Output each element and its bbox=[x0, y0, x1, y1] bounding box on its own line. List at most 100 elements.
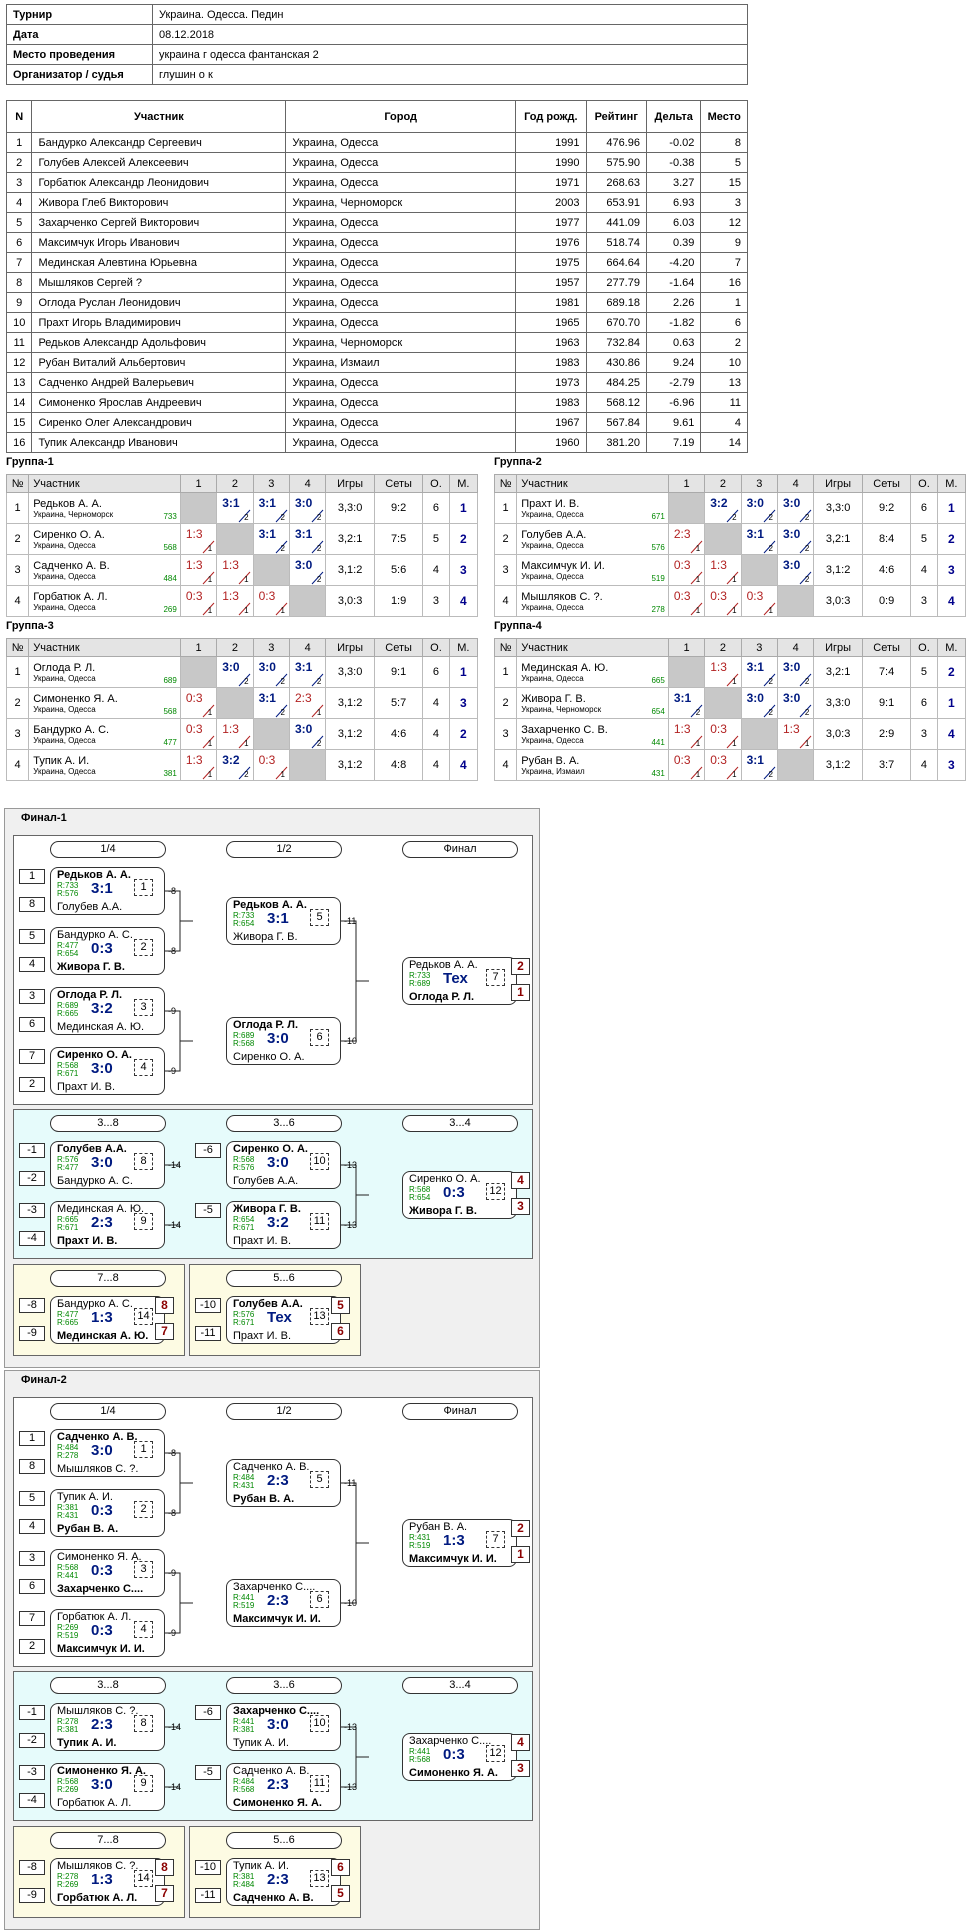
column-header: 3 bbox=[252, 638, 290, 657]
column-header: № bbox=[493, 474, 518, 493]
column-header: Участник bbox=[28, 474, 181, 493]
seed-number: -6 bbox=[195, 1143, 221, 1158]
column-header: № bbox=[5, 474, 30, 493]
empty-cell bbox=[667, 656, 706, 688]
table-cell: 11 bbox=[5, 332, 33, 353]
score-points: 2 bbox=[804, 513, 810, 522]
slash-line bbox=[238, 766, 251, 780]
match-number: 14 bbox=[134, 1870, 153, 1887]
player2-name: Мышляков С. ?. bbox=[57, 1463, 139, 1475]
column-header: 3 bbox=[740, 638, 778, 657]
final-place: 5 bbox=[331, 1885, 350, 1902]
participant-name: Садченко А. В. bbox=[33, 559, 110, 572]
column-header: 4 bbox=[776, 638, 815, 657]
table-cell: 689.18 bbox=[585, 292, 647, 313]
games-cell: 3,0:3 bbox=[813, 718, 863, 750]
loser-target: -14 bbox=[168, 1220, 182, 1230]
table-cell: 3.27 bbox=[645, 172, 702, 193]
slash-line bbox=[690, 735, 703, 749]
column-header: Игры bbox=[813, 474, 863, 493]
final-place: 7 bbox=[155, 1885, 174, 1902]
score-points: 1 bbox=[695, 575, 701, 584]
participant-name: Захарченко С. В. bbox=[521, 723, 608, 736]
score-value: 3:0 bbox=[222, 660, 240, 674]
score-points: 2 bbox=[316, 575, 322, 584]
score-points: 2 bbox=[768, 513, 773, 522]
table-cell: -2.79 bbox=[645, 372, 702, 393]
score-slash bbox=[275, 766, 287, 780]
slash-line bbox=[726, 602, 739, 616]
player1-rating: R:733 bbox=[409, 971, 431, 980]
table-cell: -1.82 bbox=[645, 312, 702, 333]
score-points: 1 bbox=[207, 544, 213, 553]
sets-cell: 9:2 bbox=[861, 492, 912, 524]
table-cell: Голубев Алексей Алексеевич bbox=[31, 152, 287, 173]
score-value: 3:1 bbox=[258, 691, 276, 705]
match-score: 3:0 bbox=[91, 1776, 113, 1793]
row-number: 3 bbox=[5, 718, 30, 750]
score-slash bbox=[690, 766, 703, 780]
points-cell: 3 bbox=[910, 718, 938, 750]
score-points: 1 bbox=[244, 575, 249, 584]
points-cell: 4 bbox=[422, 687, 450, 719]
match-number: 5 bbox=[310, 1471, 329, 1488]
table-cell: Украина, Одесса bbox=[285, 432, 517, 453]
match-number: 1 bbox=[134, 879, 153, 896]
slash-line bbox=[311, 571, 324, 585]
player1-name: Тупик А. И. bbox=[233, 1860, 289, 1872]
participant-name: Сиренко О. А. bbox=[33, 528, 105, 541]
score-slash bbox=[763, 704, 775, 718]
score-slash bbox=[311, 673, 324, 687]
slash-line bbox=[799, 673, 812, 687]
loser-target: -8 bbox=[168, 946, 177, 956]
column-header: Сеты bbox=[861, 638, 912, 657]
column-header: Рейтинг bbox=[585, 100, 647, 133]
table-cell: 1967 bbox=[515, 412, 587, 433]
sets-cell: 7:4 bbox=[861, 656, 912, 688]
column-header: Сеты bbox=[373, 638, 424, 657]
final-place: 2 bbox=[511, 1520, 530, 1537]
player2-rating: R:519 bbox=[233, 1601, 255, 1610]
match-number: 10 bbox=[310, 1153, 329, 1170]
round-header: 1/2 bbox=[226, 1403, 342, 1420]
score-slash bbox=[763, 509, 775, 523]
match-score: 3:1 bbox=[267, 910, 289, 927]
connector-line bbox=[341, 1482, 357, 1604]
score-slash bbox=[238, 509, 251, 523]
participant-name: Симоненко Я. А. bbox=[33, 692, 118, 705]
score-points: 1 bbox=[280, 606, 285, 615]
player2-rating: R:671 bbox=[57, 1069, 79, 1078]
empty-cell bbox=[667, 492, 706, 524]
points-cell: 4 bbox=[910, 749, 938, 781]
seed-number: -11 bbox=[195, 1326, 221, 1341]
score-value: 0:3 bbox=[673, 589, 691, 603]
